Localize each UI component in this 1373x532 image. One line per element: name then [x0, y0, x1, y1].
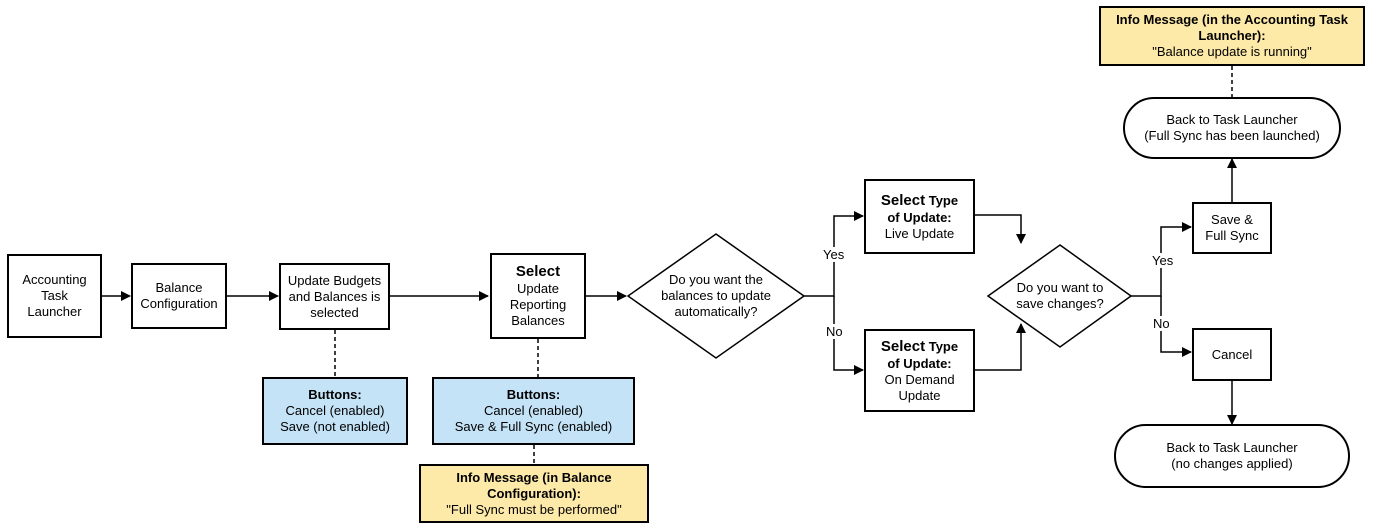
node-title: Select Type [881, 192, 958, 210]
node-text: (Full Sync has been launched) [1144, 128, 1320, 143]
node-text: Balance [155, 280, 203, 295]
node-text: balances to update [661, 288, 771, 303]
node-text: Update [517, 281, 559, 296]
node-title-type: Type [928, 338, 959, 354]
note-title: Info Message (in the Accounting Task [1116, 12, 1348, 27]
node-back-launched: Back to Task Launcher (Full Sync has bee… [1123, 97, 1341, 159]
node-text: On Demand [884, 371, 955, 387]
node-text: Configuration [140, 296, 218, 311]
node-title-select: Select [880, 191, 926, 209]
node-text: automatically? [674, 304, 758, 319]
note-text: Cancel (enabled) [285, 403, 385, 418]
note-text: Cancel (enabled) [483, 403, 583, 418]
note-info-balance-config: Info Message (in Balance Configuration):… [419, 464, 649, 523]
node-cancel: Cancel [1192, 328, 1272, 381]
note-title: Buttons: [506, 387, 561, 402]
node-text: Update [898, 387, 941, 403]
node-text: Cancel [1211, 346, 1253, 362]
node-text: Full Sync [1205, 228, 1259, 243]
node-text: Task [41, 288, 68, 303]
node-text: Balances [511, 313, 565, 328]
node-text: save changes? [1016, 296, 1104, 311]
node-select-on-demand: Select Type of Update: On Demand Update [864, 329, 975, 412]
edge-label-no-1: No [825, 324, 844, 339]
node-text: Back to Task Launcher [1166, 112, 1298, 127]
edge-label-yes-2: Yes [1151, 253, 1175, 268]
node-title-select: Select [880, 337, 926, 355]
node-subtitle: of Update: [887, 355, 952, 371]
edge-label-yes-1: Yes [822, 247, 846, 262]
node-text: Do you want the [669, 272, 763, 287]
note-buttons-1: Buttons: Cancel (enabled) Save (not enab… [262, 377, 408, 445]
node-title-type: Type [928, 192, 959, 208]
note-buttons-2: Buttons: Cancel (enabled) Save & Full Sy… [432, 377, 635, 445]
node-text: and Balances is [288, 288, 381, 304]
node-text: Back to Task Launcher [1166, 440, 1298, 455]
node-accounting-task-launcher: Accounting Task Launcher [7, 254, 102, 338]
edge-label-no-2: No [1152, 316, 1171, 331]
node-text: Update Budgets [287, 272, 382, 288]
node-text: Reporting [509, 297, 567, 312]
arrow-live-to-save-q [975, 214, 1026, 244]
node-text: Launcher [27, 304, 82, 319]
node-text: Do you want to [1016, 280, 1104, 295]
node-title: Select Type [881, 338, 958, 356]
question-auto-text: Do you want the balances to update autom… [640, 266, 792, 326]
node-text: (no changes applied) [1171, 456, 1293, 471]
arrow-ondemand-to-save-q [975, 323, 1026, 371]
node-save-full-sync: Save & Full Sync [1192, 202, 1272, 254]
note-text: Save & Full Sync (enabled) [454, 419, 613, 434]
note-text: Save (not enabled) [280, 419, 390, 434]
node-select-update-reporting: Select Update Reporting Balances [490, 253, 586, 339]
note-title: Info Message (in Balance [456, 469, 612, 485]
question-auto-diamond [626, 233, 806, 359]
note-title: Buttons: [308, 387, 362, 402]
node-update-budgets: Update Budgets and Balances is selected [279, 263, 390, 330]
note-text: "Balance update is running" [1152, 44, 1312, 59]
node-balance-configuration: Balance Configuration [131, 263, 227, 329]
node-select-live: Select Type of Update: Live Update [864, 179, 975, 254]
node-text: Live Update [884, 225, 955, 241]
node-text: Save & [1211, 212, 1253, 227]
node-subtitle: of Update: [887, 209, 952, 225]
note-text: "Full Sync must be performed" [446, 501, 622, 517]
arrow-no-cancel [1160, 296, 1192, 357]
note-info-task-launcher: Info Message (in the Accounting Task Lau… [1099, 6, 1365, 66]
node-title: Select [515, 263, 561, 280]
question-save-text: Do you want to save changes? [1000, 276, 1120, 316]
node-back-no-changes: Back to Task Launcher (no changes applie… [1114, 424, 1350, 488]
node-text: selected [310, 304, 359, 320]
question-save-diamond [986, 244, 1133, 348]
note-title: Configuration): [487, 485, 581, 501]
note-title: Launcher): [1198, 28, 1266, 43]
arrow-no-ondemand [833, 296, 864, 375]
node-text: Accounting [22, 272, 87, 287]
